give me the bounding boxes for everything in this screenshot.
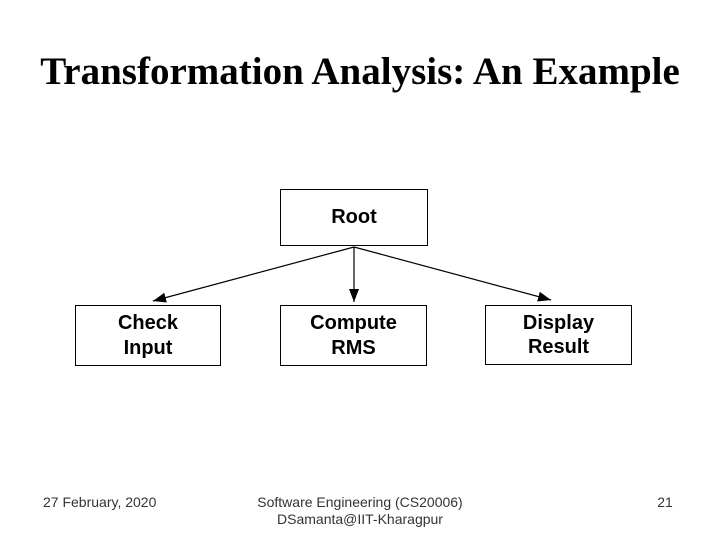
node-label: Display Result — [522, 311, 595, 358]
edge-root-to-check-input — [152, 246, 355, 303]
node-label: Check Input — [117, 312, 179, 359]
node-root: Root — [280, 189, 428, 246]
node-label: Root — [331, 206, 377, 229]
node-label: Compute RMS — [310, 312, 397, 359]
page-title: Transformation Analysis: An Example — [40, 50, 680, 93]
edge-root-to-display-result — [353, 246, 552, 302]
node-compute-rms: Compute RMS — [280, 305, 427, 366]
node-check-input: Check Input — [75, 305, 221, 366]
node-display-result: Display Result — [485, 305, 632, 365]
